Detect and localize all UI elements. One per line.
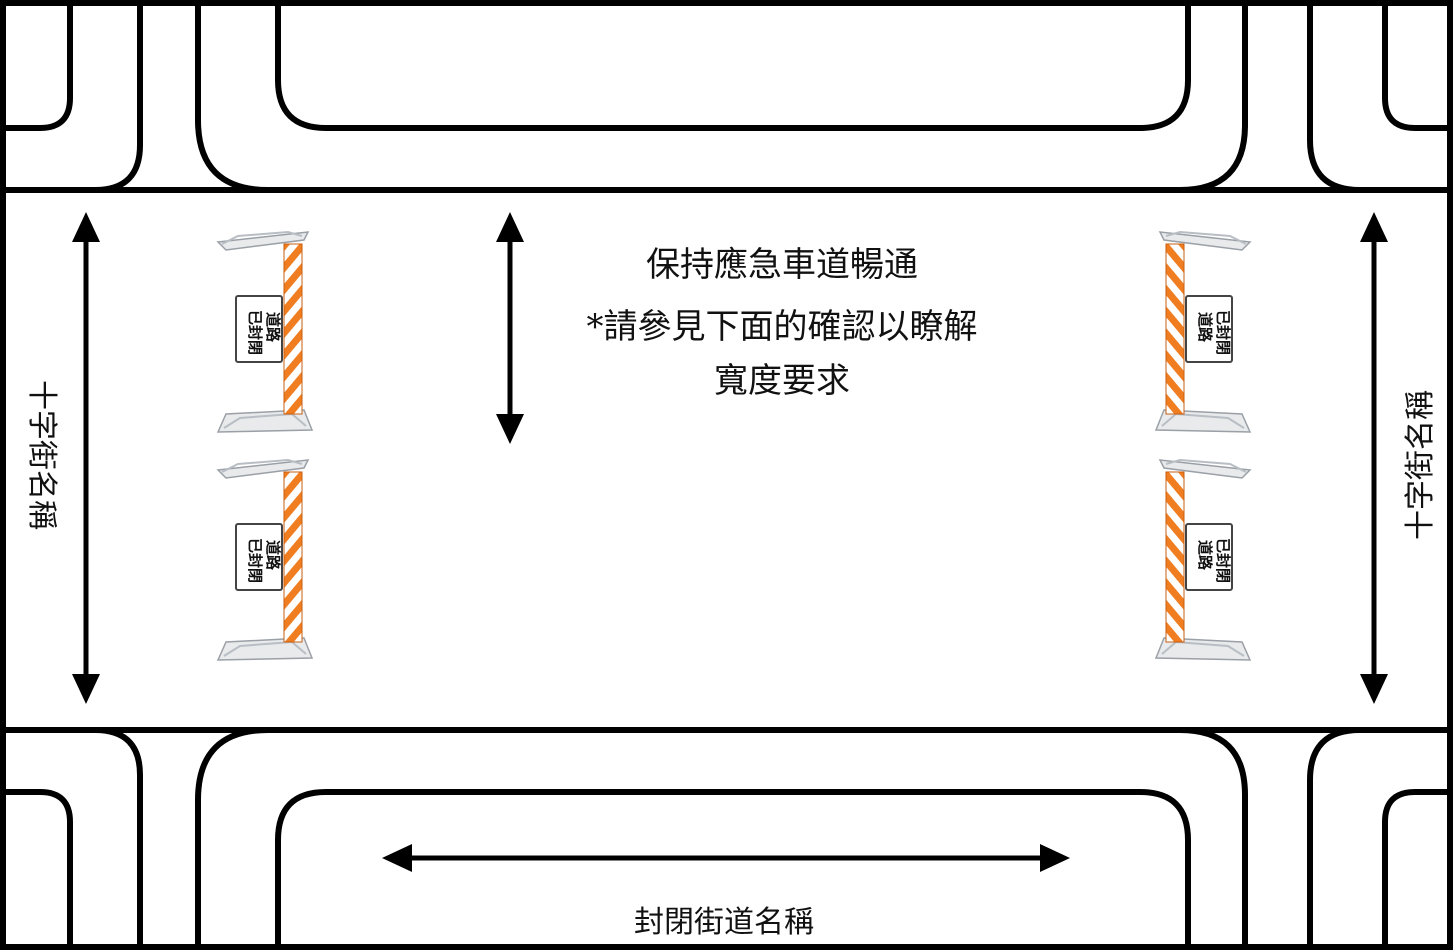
barricade-right-top: 道路 已封閉	[1155, 231, 1251, 433]
bottom-center-block	[195, 727, 1248, 950]
see-confirmation-note: *請參見下面的確認以瞭解	[587, 307, 978, 347]
arrow-up-icon	[496, 212, 524, 242]
sign-line-1: 道路	[1196, 540, 1214, 571]
cross-street-label-left: 十字街名稱	[24, 380, 59, 530]
arrow-down-icon	[72, 674, 100, 704]
sign-line-2: 已封閉	[1214, 310, 1232, 355]
top-left-block	[0, 0, 143, 193]
barricade-left-bottom: 道路 已封閉	[217, 459, 313, 661]
sign-line-1: 道路	[1196, 312, 1214, 343]
sign-line-2: 已封閉	[246, 538, 264, 583]
closed-street-label: 封閉街道名稱	[634, 905, 814, 940]
top-center-block	[195, 0, 1248, 193]
sign-line-2: 已封閉	[1214, 538, 1232, 583]
arrow-down-icon	[496, 414, 524, 444]
arrow-left-icon	[382, 844, 412, 872]
arrow-down-icon	[1360, 674, 1388, 704]
bottom-right-block	[1307, 727, 1453, 950]
closed-street-arrow	[382, 844, 1070, 872]
width-requirement-note: 寬度要求	[714, 361, 850, 401]
lane-width-arrow	[496, 212, 524, 444]
top-right-block	[1307, 0, 1453, 193]
left-width-arrow	[72, 212, 100, 704]
right-width-arrow	[1360, 212, 1388, 704]
emergency-lane-note: 保持應急車道暢通	[646, 245, 918, 285]
bottom-left-block	[0, 727, 143, 950]
sign-line-2: 已封閉	[246, 310, 264, 355]
arrow-up-icon	[72, 212, 100, 242]
barricade-left-top: 道路 已封閉	[217, 231, 313, 433]
cross-street-label-right: 十字街名稱	[1403, 390, 1438, 540]
sign-line-1: 道路	[264, 312, 282, 343]
arrow-up-icon	[1360, 212, 1388, 242]
barricade-right-bottom: 道路 已封閉	[1155, 459, 1251, 661]
arrow-right-icon	[1040, 844, 1070, 872]
sign-line-1: 道路	[264, 540, 282, 571]
